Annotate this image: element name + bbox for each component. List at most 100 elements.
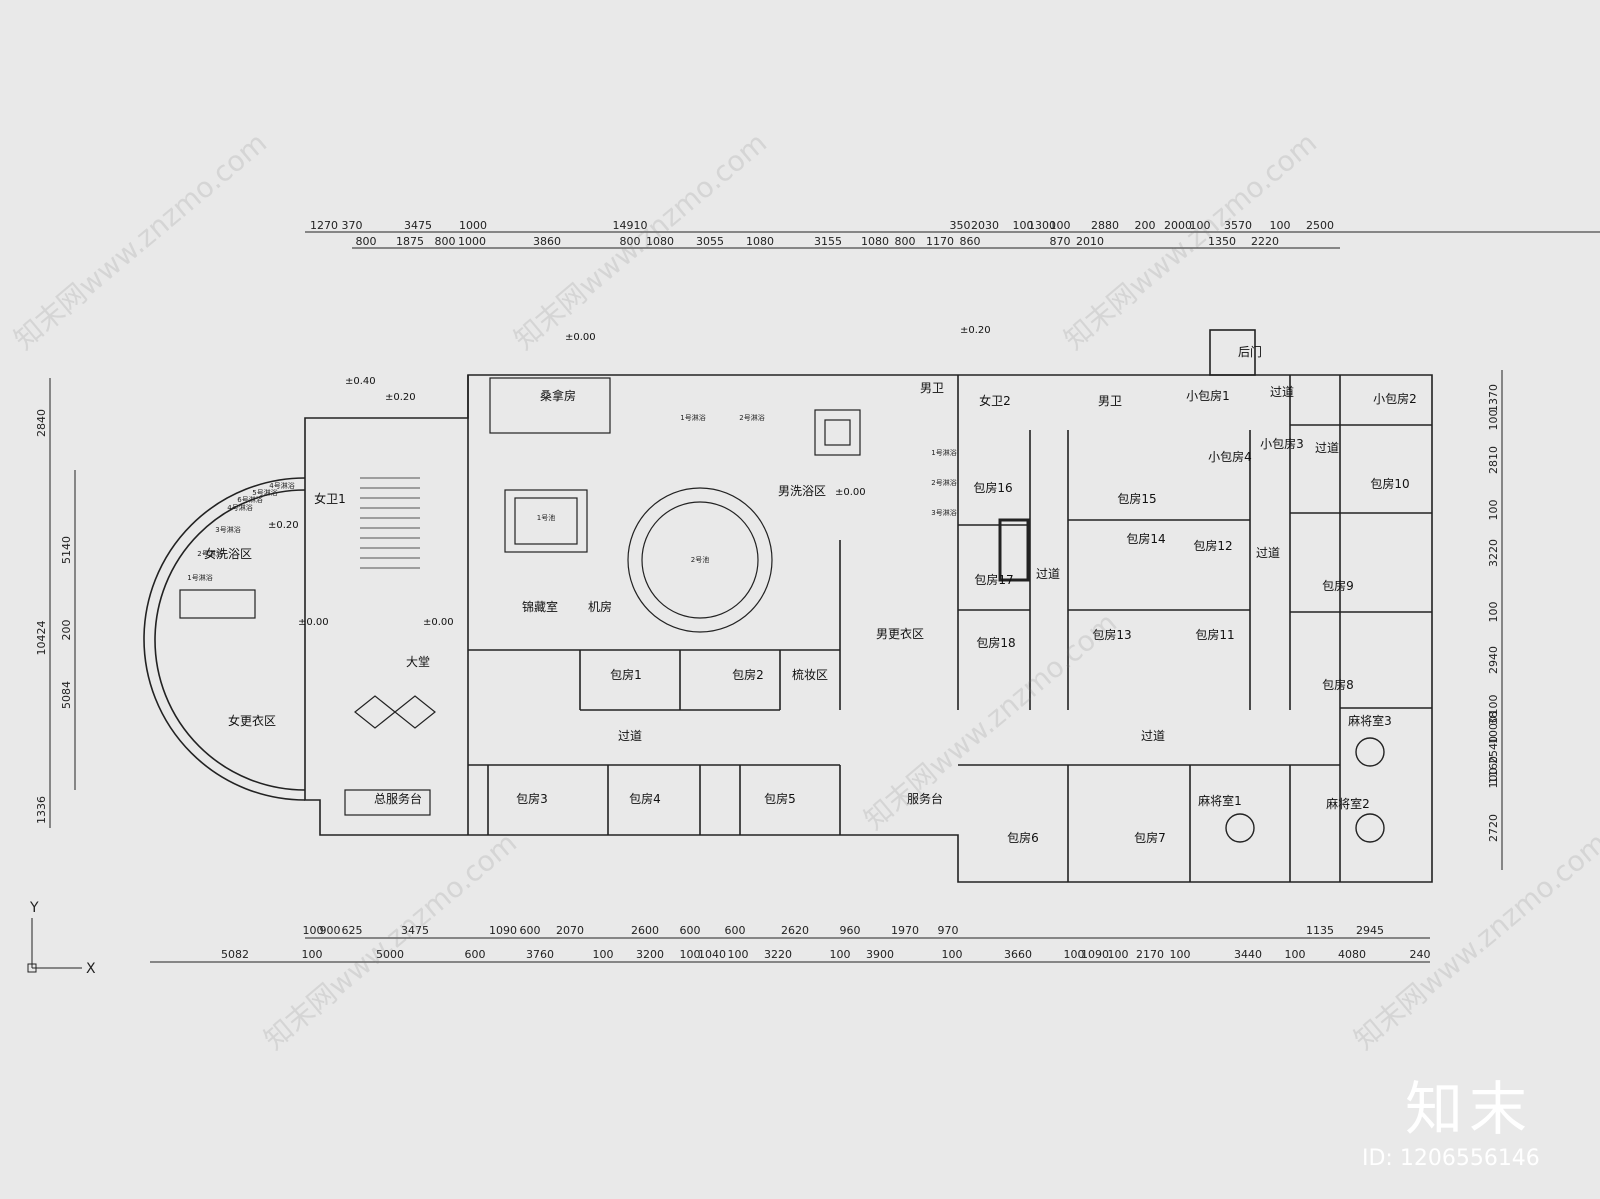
dims-right-text: 1160 <box>1487 756 1500 784</box>
room-labels-text: 小包房1 <box>1186 388 1230 403</box>
room-labels-text: 男卫 <box>920 381 944 395</box>
dims-bot2-text: 100 <box>728 948 749 961</box>
dims-right-text: 2940 <box>1487 646 1500 674</box>
dims-top2-text: 860 <box>960 235 981 248</box>
dims-top1-text: 2000 <box>1164 219 1192 232</box>
room-labels-text: 包房17 <box>974 572 1013 587</box>
room-labels-text: 过道 <box>1141 729 1165 743</box>
dims-bot1-text: 2070 <box>556 924 584 937</box>
dims-top1-text: 100 <box>1190 219 1211 232</box>
room-labels-text: 包房8 <box>1322 677 1354 692</box>
dims-right-text: 100 <box>1487 768 1500 789</box>
room-labels-text: 女卫1 <box>314 491 346 506</box>
dims-top1-text: 3570 <box>1224 219 1252 232</box>
dims-right-text: 3220 <box>1487 539 1500 567</box>
tiny-labels-text: 1号淋浴 <box>931 448 956 457</box>
dims-bot2-text: 1090 <box>1081 948 1109 961</box>
brand-logo: 知末 <box>1405 1075 1534 1143</box>
dims-left-text: 5084 <box>60 681 73 709</box>
dims-bot2-text: 3760 <box>526 948 554 961</box>
level-label: ±0.40 <box>345 376 376 387</box>
level-label: ±0.20 <box>960 325 991 336</box>
dims-bot2-text: 100 <box>1285 948 1306 961</box>
dims-top2-text: 1080 <box>861 235 889 248</box>
room-labels-text: 小包房3 <box>1260 436 1304 451</box>
dims-bot2-text: 100 <box>1108 948 1129 961</box>
room-labels-text: 小包房4 <box>1208 449 1252 464</box>
tiny-labels-text: 2号淋浴 <box>739 413 764 422</box>
dims-left-text: 5140 <box>60 536 73 564</box>
tiny-labels-text: 6号淋浴 <box>237 495 262 504</box>
dims-bot1-text: 625 <box>342 924 363 937</box>
dims-bot2-text: 100 <box>680 948 701 961</box>
dims-bot2-text: 3660 <box>1004 948 1032 961</box>
dims-bot2-text: 600 <box>465 948 486 961</box>
room-labels-text: 后门 <box>1238 344 1262 359</box>
dims-bot1-text: 1135 <box>1306 924 1334 937</box>
dims-bot1-text: 2620 <box>781 924 809 937</box>
room-labels-text: 包房3 <box>516 791 548 806</box>
dims-bot2-text: 5082 <box>221 948 249 961</box>
dims-right-text: 100 <box>1487 500 1500 521</box>
dims-right-text: 38 <box>1487 711 1500 725</box>
level-label: ±0.00 <box>298 617 329 628</box>
tiny-labels-text: 1号淋浴 <box>680 413 705 422</box>
dims-bot1-text: 100 <box>303 924 324 937</box>
room-labels-text: 包房9 <box>1322 578 1354 593</box>
tiny-labels-text: 1号淋浴 <box>187 573 212 582</box>
tiny-labels-text: 2号池 <box>691 555 709 564</box>
room-labels-text: 男更衣区 <box>876 626 924 641</box>
room-labels-text: 女洗浴区 <box>204 546 252 561</box>
dims-top2-text: 800 <box>356 235 377 248</box>
room-labels-text: 服务台 <box>907 791 943 806</box>
pools <box>179 377 1030 633</box>
tiny-labels-text: 2号淋浴 <box>931 478 956 487</box>
room-labels-text: 包房11 <box>1195 627 1234 642</box>
dims-top1-text: 1270 <box>310 219 338 232</box>
dims-top2-text: 3055 <box>696 235 724 248</box>
room-labels-text: 女卫2 <box>979 393 1011 408</box>
dims-bot2-text: 3220 <box>764 948 792 961</box>
room-labels-text: 过道 <box>1270 385 1294 399</box>
dims-top1-text: 350 <box>950 219 971 232</box>
level-label: ±0.20 <box>268 520 299 531</box>
dims-bot1-text: 600 <box>725 924 746 937</box>
dims-bot2-text: 3440 <box>1234 948 1262 961</box>
tiny-labels-text: 5号淋浴 <box>252 488 277 497</box>
dims-bot1-text: 3475 <box>401 924 429 937</box>
dims-top2-text: 3860 <box>533 235 561 248</box>
room-labels-text: 过道 <box>1256 546 1280 560</box>
room-labels-text: 包房15 <box>1117 491 1156 506</box>
dims-bot2-text: 3200 <box>636 948 664 961</box>
dims-left-text: 2840 <box>35 409 48 437</box>
dims-top1-text: 370 <box>342 219 363 232</box>
dims-top2-text: 1080 <box>746 235 774 248</box>
dims-bot1-text: 600 <box>520 924 541 937</box>
room-labels-text: 过道 <box>1315 441 1339 455</box>
axis-x-label: X <box>86 961 96 977</box>
room-labels-text: 包房16 <box>973 480 1012 495</box>
dims-bot2-text: 2170 <box>1136 948 1164 961</box>
reception-desk <box>344 695 436 816</box>
room-labels-text: 包房10 <box>1370 476 1409 491</box>
room-labels-text: 包房1 <box>610 667 642 682</box>
tiny-labels-text: 3号淋浴 <box>931 508 956 517</box>
room-labels-text: 包房2 <box>732 667 764 682</box>
dims-bot1-text: 1090 <box>489 924 517 937</box>
dims-right-text: 100 <box>1487 602 1500 623</box>
room-labels-text: 麻将室3 <box>1348 713 1392 728</box>
dims-top2-text: 1170 <box>926 235 954 248</box>
dims-right-text: 100 <box>1487 695 1500 716</box>
room-labels-text: 过道 <box>1036 567 1060 581</box>
dims-bot1-text: 900 <box>320 924 341 937</box>
dims-bot1-text: 2600 <box>631 924 659 937</box>
dims-top1-text: 14910 <box>613 219 648 232</box>
dims-bot2-text: 100 <box>942 948 963 961</box>
ucs-axis-icon: Y X <box>27 900 96 977</box>
room-labels-text: 女更衣区 <box>228 713 276 728</box>
room-labels-text: 锦藏室 <box>522 599 558 614</box>
dims-top2-text: 2010 <box>1076 235 1104 248</box>
